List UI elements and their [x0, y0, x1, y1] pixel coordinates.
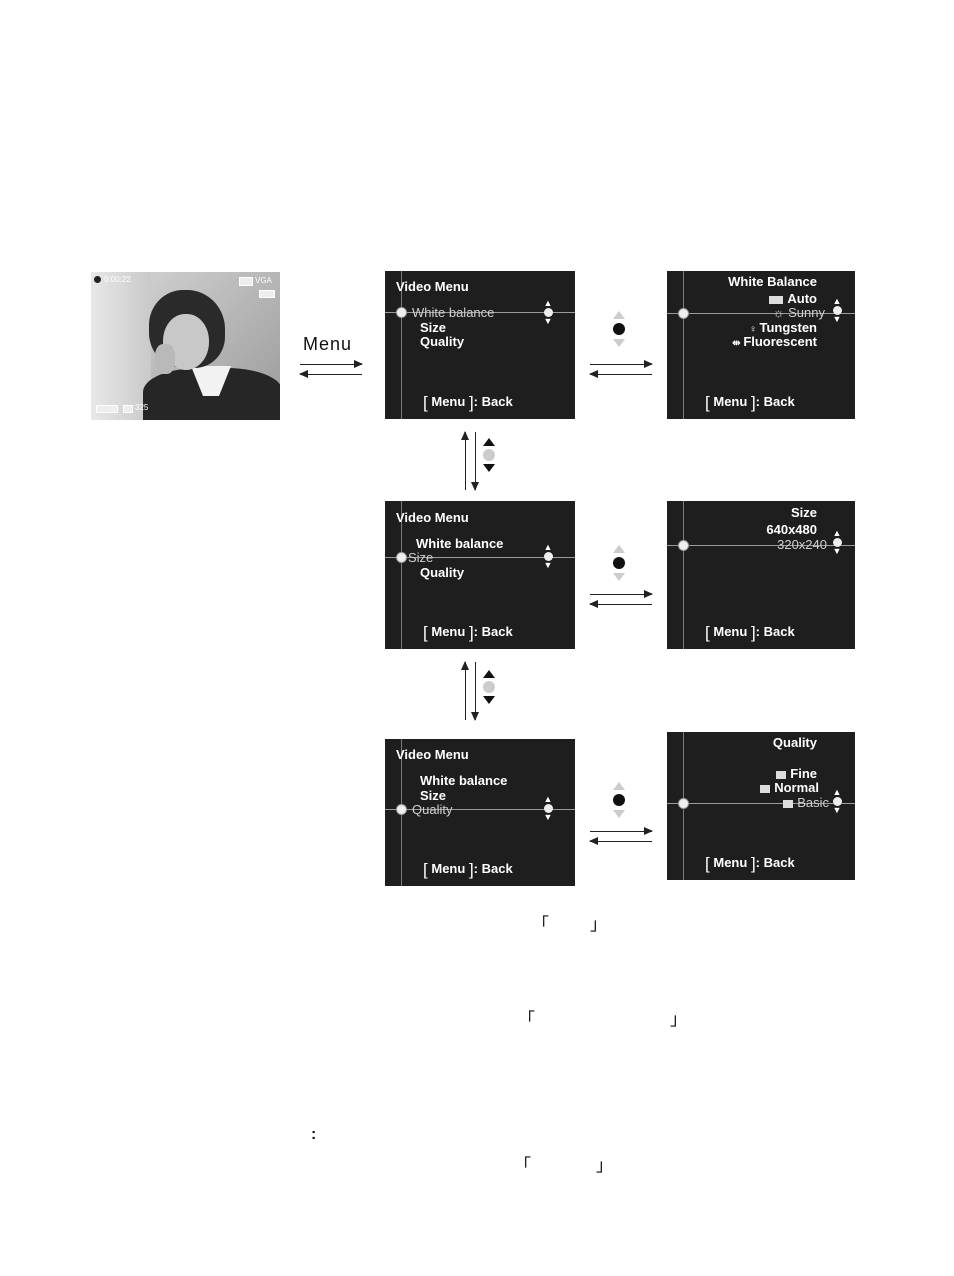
- normal-icon: [760, 784, 771, 793]
- scroll-indicator: ▲▼: [543, 542, 553, 570]
- quality-icon: [123, 405, 133, 413]
- preview-timer: 0:00:22: [104, 275, 131, 284]
- battery-icon: [96, 405, 118, 413]
- quality-option-fine[interactable]: Fine: [776, 766, 817, 781]
- menu-item-white-balance[interactable]: White balance: [412, 305, 495, 320]
- arrow-left: [589, 370, 652, 378]
- scroll-indicator: ▲▼: [543, 794, 553, 822]
- video-menu-screen-quality: Video Menu White balance Size Quality ▲▼…: [385, 739, 575, 886]
- bracket-open: 「: [532, 915, 549, 935]
- awb-icon: [769, 295, 784, 304]
- back-hint: [ Menu ]: Back: [423, 860, 513, 879]
- cursor-icon: [396, 552, 407, 563]
- menu-key-label: Menu: [303, 334, 353, 354]
- menu-item-quality[interactable]: Quality: [420, 565, 465, 580]
- arrow-down: [471, 432, 479, 491]
- wb-option-fluorescent[interactable]: ⇹ Fluorescent: [732, 334, 817, 349]
- sun-icon: ☼: [772, 305, 789, 320]
- nav-indicator-3: [612, 782, 626, 818]
- size-screen: Size 640x480 320x240 ▲▼ [ Menu ]: Back: [667, 501, 855, 649]
- bracket-open: 「: [518, 1010, 535, 1030]
- size-option-320[interactable]: 320x240: [777, 537, 827, 552]
- quality-option-normal[interactable]: Normal: [760, 780, 819, 795]
- cursor-icon: [396, 307, 407, 318]
- preview-counter: 325: [135, 403, 149, 412]
- wb-option-auto[interactable]: Auto: [769, 291, 817, 306]
- arrow-right: [300, 360, 363, 368]
- bracket-close: 」: [670, 1010, 687, 1030]
- arrow-up: [461, 661, 469, 720]
- quality-screen: Quality Fine Normal Basic ▲▼ [ Menu ]: B…: [667, 732, 855, 880]
- nav-indicator-v1: [482, 438, 496, 472]
- size-option-640[interactable]: 640x480: [766, 522, 817, 537]
- nav-indicator-1: [612, 311, 626, 347]
- menu-item-white-balance[interactable]: White balance: [420, 773, 508, 788]
- back-hint: [ Menu ]: Back: [423, 393, 513, 412]
- bracket-close: 」: [590, 915, 607, 935]
- cursor-icon: [678, 798, 689, 809]
- menu-item-size[interactable]: Size: [420, 320, 447, 335]
- arrow-right: [590, 827, 653, 835]
- back-hint: [ Menu ]: Back: [423, 623, 513, 642]
- camera-preview: 0:00:22 VGA 325: [91, 272, 280, 420]
- back-hint: [ Menu ]: Back: [705, 393, 795, 412]
- scroll-indicator: ▲▼: [543, 298, 553, 326]
- arrow-down: [471, 662, 479, 721]
- video-menu-title: Video Menu: [396, 747, 469, 762]
- menu-item-quality[interactable]: Quality: [412, 802, 453, 817]
- fine-icon: [776, 770, 787, 779]
- arrow-left: [589, 600, 652, 608]
- menu-item-white-balance[interactable]: White balance: [416, 536, 504, 551]
- arrow-up: [461, 431, 469, 490]
- bulb-icon: ♀: [749, 324, 760, 335]
- mode-icon: [239, 277, 253, 286]
- person-hand: [155, 344, 175, 374]
- cursor-icon: [678, 308, 689, 319]
- video-menu-screen-size: Video Menu White balance Size Quality ▲▼…: [385, 501, 575, 649]
- wb-option-tungsten[interactable]: ♀ Tungsten: [749, 320, 817, 335]
- back-hint: [ Menu ]: Back: [705, 623, 795, 642]
- cursor-icon: [396, 804, 407, 815]
- record-icon: [94, 276, 101, 283]
- menu-item-size[interactable]: Size: [420, 788, 447, 803]
- scroll-indicator: ▲▼: [832, 528, 842, 556]
- preview-badge-top: VGA: [255, 276, 272, 285]
- basic-icon: [783, 799, 794, 808]
- bracket-open: 「: [514, 1156, 531, 1176]
- wb-option-sunny[interactable]: ☼ Sunny: [772, 305, 825, 320]
- fluorescent-icon: ⇹: [732, 338, 744, 349]
- video-menu-title: Video Menu: [396, 510, 469, 525]
- nav-indicator-v2: [482, 670, 496, 704]
- wb-title: White Balance: [728, 274, 817, 289]
- colon-mark: :: [311, 1126, 317, 1143]
- background-wall: [91, 272, 151, 420]
- menu-item-size[interactable]: Size: [408, 550, 434, 565]
- bracket-close: 」: [596, 1156, 613, 1176]
- arrow-right: [590, 590, 653, 598]
- arrow-left: [299, 370, 362, 378]
- back-hint: [ Menu ]: Back: [705, 854, 795, 873]
- video-menu-title: Video Menu: [396, 279, 469, 294]
- nav-indicator-2: [612, 545, 626, 581]
- iso-icon: [259, 290, 275, 298]
- scroll-indicator: ▲▼: [832, 787, 842, 815]
- menu-item-quality[interactable]: Quality: [420, 334, 465, 349]
- cursor-icon: [678, 540, 689, 551]
- quality-title: Quality: [772, 735, 817, 750]
- arrow-right: [590, 360, 653, 368]
- quality-option-basic[interactable]: Basic: [783, 795, 829, 810]
- size-title: Size: [790, 505, 817, 520]
- white-balance-screen: White Balance Auto ☼ Sunny ♀ Tungsten ⇹ …: [667, 271, 855, 419]
- video-menu-screen-wb: Video Menu White balance Size Quality ▲▼…: [385, 271, 575, 419]
- arrow-left: [589, 837, 652, 845]
- scroll-indicator: ▲▼: [832, 296, 842, 324]
